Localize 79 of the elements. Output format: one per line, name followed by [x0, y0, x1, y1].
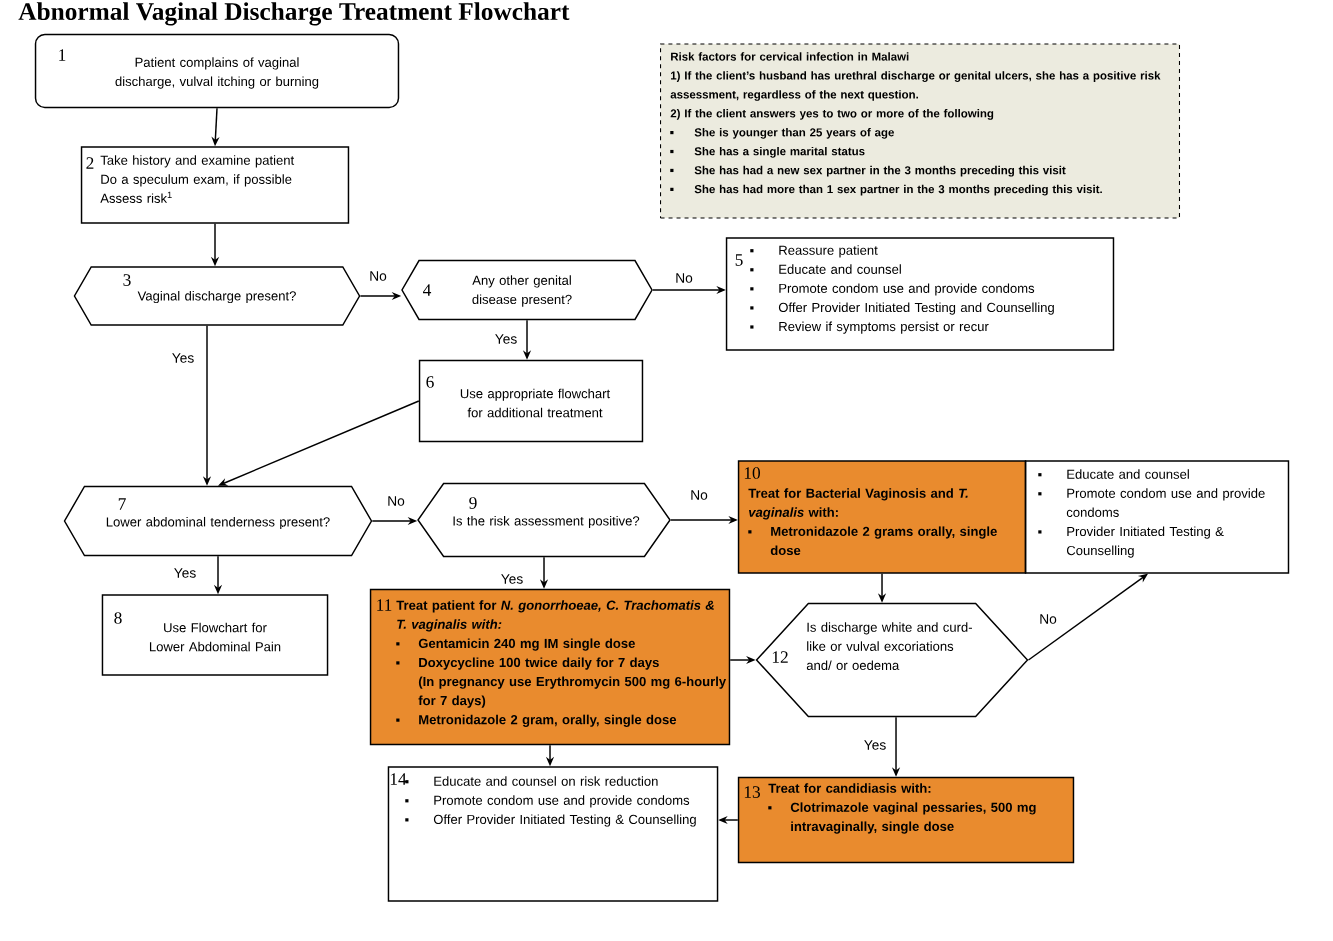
bullet-item: She has had a new sex partner in the 3 months preceding this visit [670, 165, 1066, 177]
bullet-item: Metronidazole 2 gram, orally, single dose [396, 714, 677, 727]
box-text: Treat patient for N. gonorrhoeae, C. Trachomatis & T. vaginalis with: [396, 600, 714, 632]
box-text: Treat for Bacterial Vaginosis and T. vaginalis with: [748, 488, 968, 520]
process-box [101, 594, 329, 676]
decision-hexagon [63, 485, 373, 557]
edge-label: Yes [501, 574, 523, 584]
box-text: Lower abdominal tenderness present? [106, 516, 330, 530]
bullet-item: Promote condom use and provide condoms [405, 795, 690, 808]
step-number: 9 [469, 497, 477, 509]
treatment-box [369, 588, 731, 746]
box-text: Risk factors for cervical infection in Malawi [671, 52, 909, 61]
box-text: Assess risk$^{1}$ [100, 191, 172, 203]
box-text: Vaginal discharge present? [137, 290, 296, 304]
box-text: Take history and examine patient [100, 155, 295, 168]
bullet-item: She is younger than 25 years of age [670, 128, 894, 139]
bullet-item: Metronidazole 2 grams orally, single dose [748, 526, 997, 556]
box-text: 2) If the client answers yes to two or more of the following [670, 109, 994, 120]
step-number: 1 [59, 49, 66, 61]
edge-label: No [1040, 614, 1057, 624]
box-text: Treat for candidiasis with: [768, 783, 931, 793]
edge-label: No [691, 490, 708, 500]
bullet-item: Educate and counsel on risk reduction [405, 776, 658, 786]
step-number: 8 [114, 612, 122, 624]
decision-hexagon [401, 259, 653, 321]
start-box [34, 33, 400, 109]
bullet-item: Offer Provider Initiated Testing and Counselling [750, 302, 1054, 315]
box-text: (In pregnancy use Erythromycin 500 mg 6-hourly for 7 days) [418, 676, 727, 708]
bullet-item: She has had more than 1 sex partner in the 3 months preceding this visit. [670, 184, 1102, 196]
step-number: 6 [426, 376, 434, 388]
box-text: Do a speculum exam, if possible [101, 174, 292, 187]
treatment-box [737, 460, 1027, 574]
edge-label: Yes [174, 568, 196, 578]
treatment-box [737, 776, 1075, 864]
bullet-item: Offer Provider Initiated Testing & Counselling [405, 814, 696, 827]
box-text: Is the risk assessment positive? [453, 515, 640, 529]
title: Abnormal Vaginal Discharge Treatment Flowchart [18, 2, 570, 26]
box-text: 1) If the client’s husband has urethral discharge or genital ulcers, she has a positive risk assessment, regardless of the next question. [670, 71, 1161, 101]
edge-label: Yes [864, 740, 886, 750]
box-text: Patient complains of vaginal discharge, vulval itching or burning [115, 57, 319, 89]
decision-hexagon [417, 482, 671, 558]
box-text: Is discharge white and curd-like or vulval excoriations and/ or oedema [806, 622, 972, 670]
decision-hexagon [755, 602, 1029, 718]
bullet-item: Promote condom use and provide condoms [750, 283, 1035, 296]
edge-label: Yes [495, 334, 517, 344]
step-number: 7 [118, 498, 126, 510]
process-box [1024, 460, 1290, 574]
bullet-item: Gentamicin 240 mg IM single dose [396, 638, 635, 651]
step-number: 14 [390, 773, 407, 785]
step-number: 5 [735, 254, 743, 266]
step-number: 2 [86, 157, 94, 169]
box-text: Use Flowchart for Lower Abdominal Pain [149, 622, 281, 652]
step-number: 12 [772, 651, 788, 663]
bullet-item: Provider Initiated Testing & Counselling [1038, 526, 1224, 558]
step-number: 13 [744, 786, 760, 798]
decision-hexagon [73, 266, 361, 326]
step-number: 4 [423, 284, 432, 296]
bullet-item: Clotrimazole vaginal pessaries, 500 mg intravaginally, single dose [768, 802, 1036, 834]
edge-label: No [370, 271, 387, 281]
bullet-item: Review if symptoms persist or recur [750, 321, 989, 334]
bullet-item: Educate and counsel [1038, 469, 1189, 479]
bullet-item: Educate and counsel [750, 264, 901, 274]
edge-label: No [388, 496, 405, 506]
step-number: 11 [377, 599, 392, 611]
edge-label: No [676, 273, 693, 283]
process-box [725, 237, 1115, 351]
box-text: Any other genital disease present? [472, 275, 572, 307]
step-number: 3 [123, 274, 131, 286]
process-box [418, 359, 644, 443]
process-box [80, 146, 350, 224]
bullet-item: Doxycycline 100 twice daily for 7 days [396, 657, 659, 670]
bullet-item: She has a single marital status [670, 146, 865, 158]
process-box [387, 766, 719, 902]
note-box [660, 43, 1181, 219]
bullet-item: Reassure patient [750, 245, 878, 258]
bullet-item: Promote condom use and provide condoms [1038, 488, 1265, 517]
box-text: Use appropriate flowchart for additional treatment [460, 388, 611, 418]
step-number: 10 [744, 467, 760, 479]
edge-label: Yes [172, 353, 194, 363]
